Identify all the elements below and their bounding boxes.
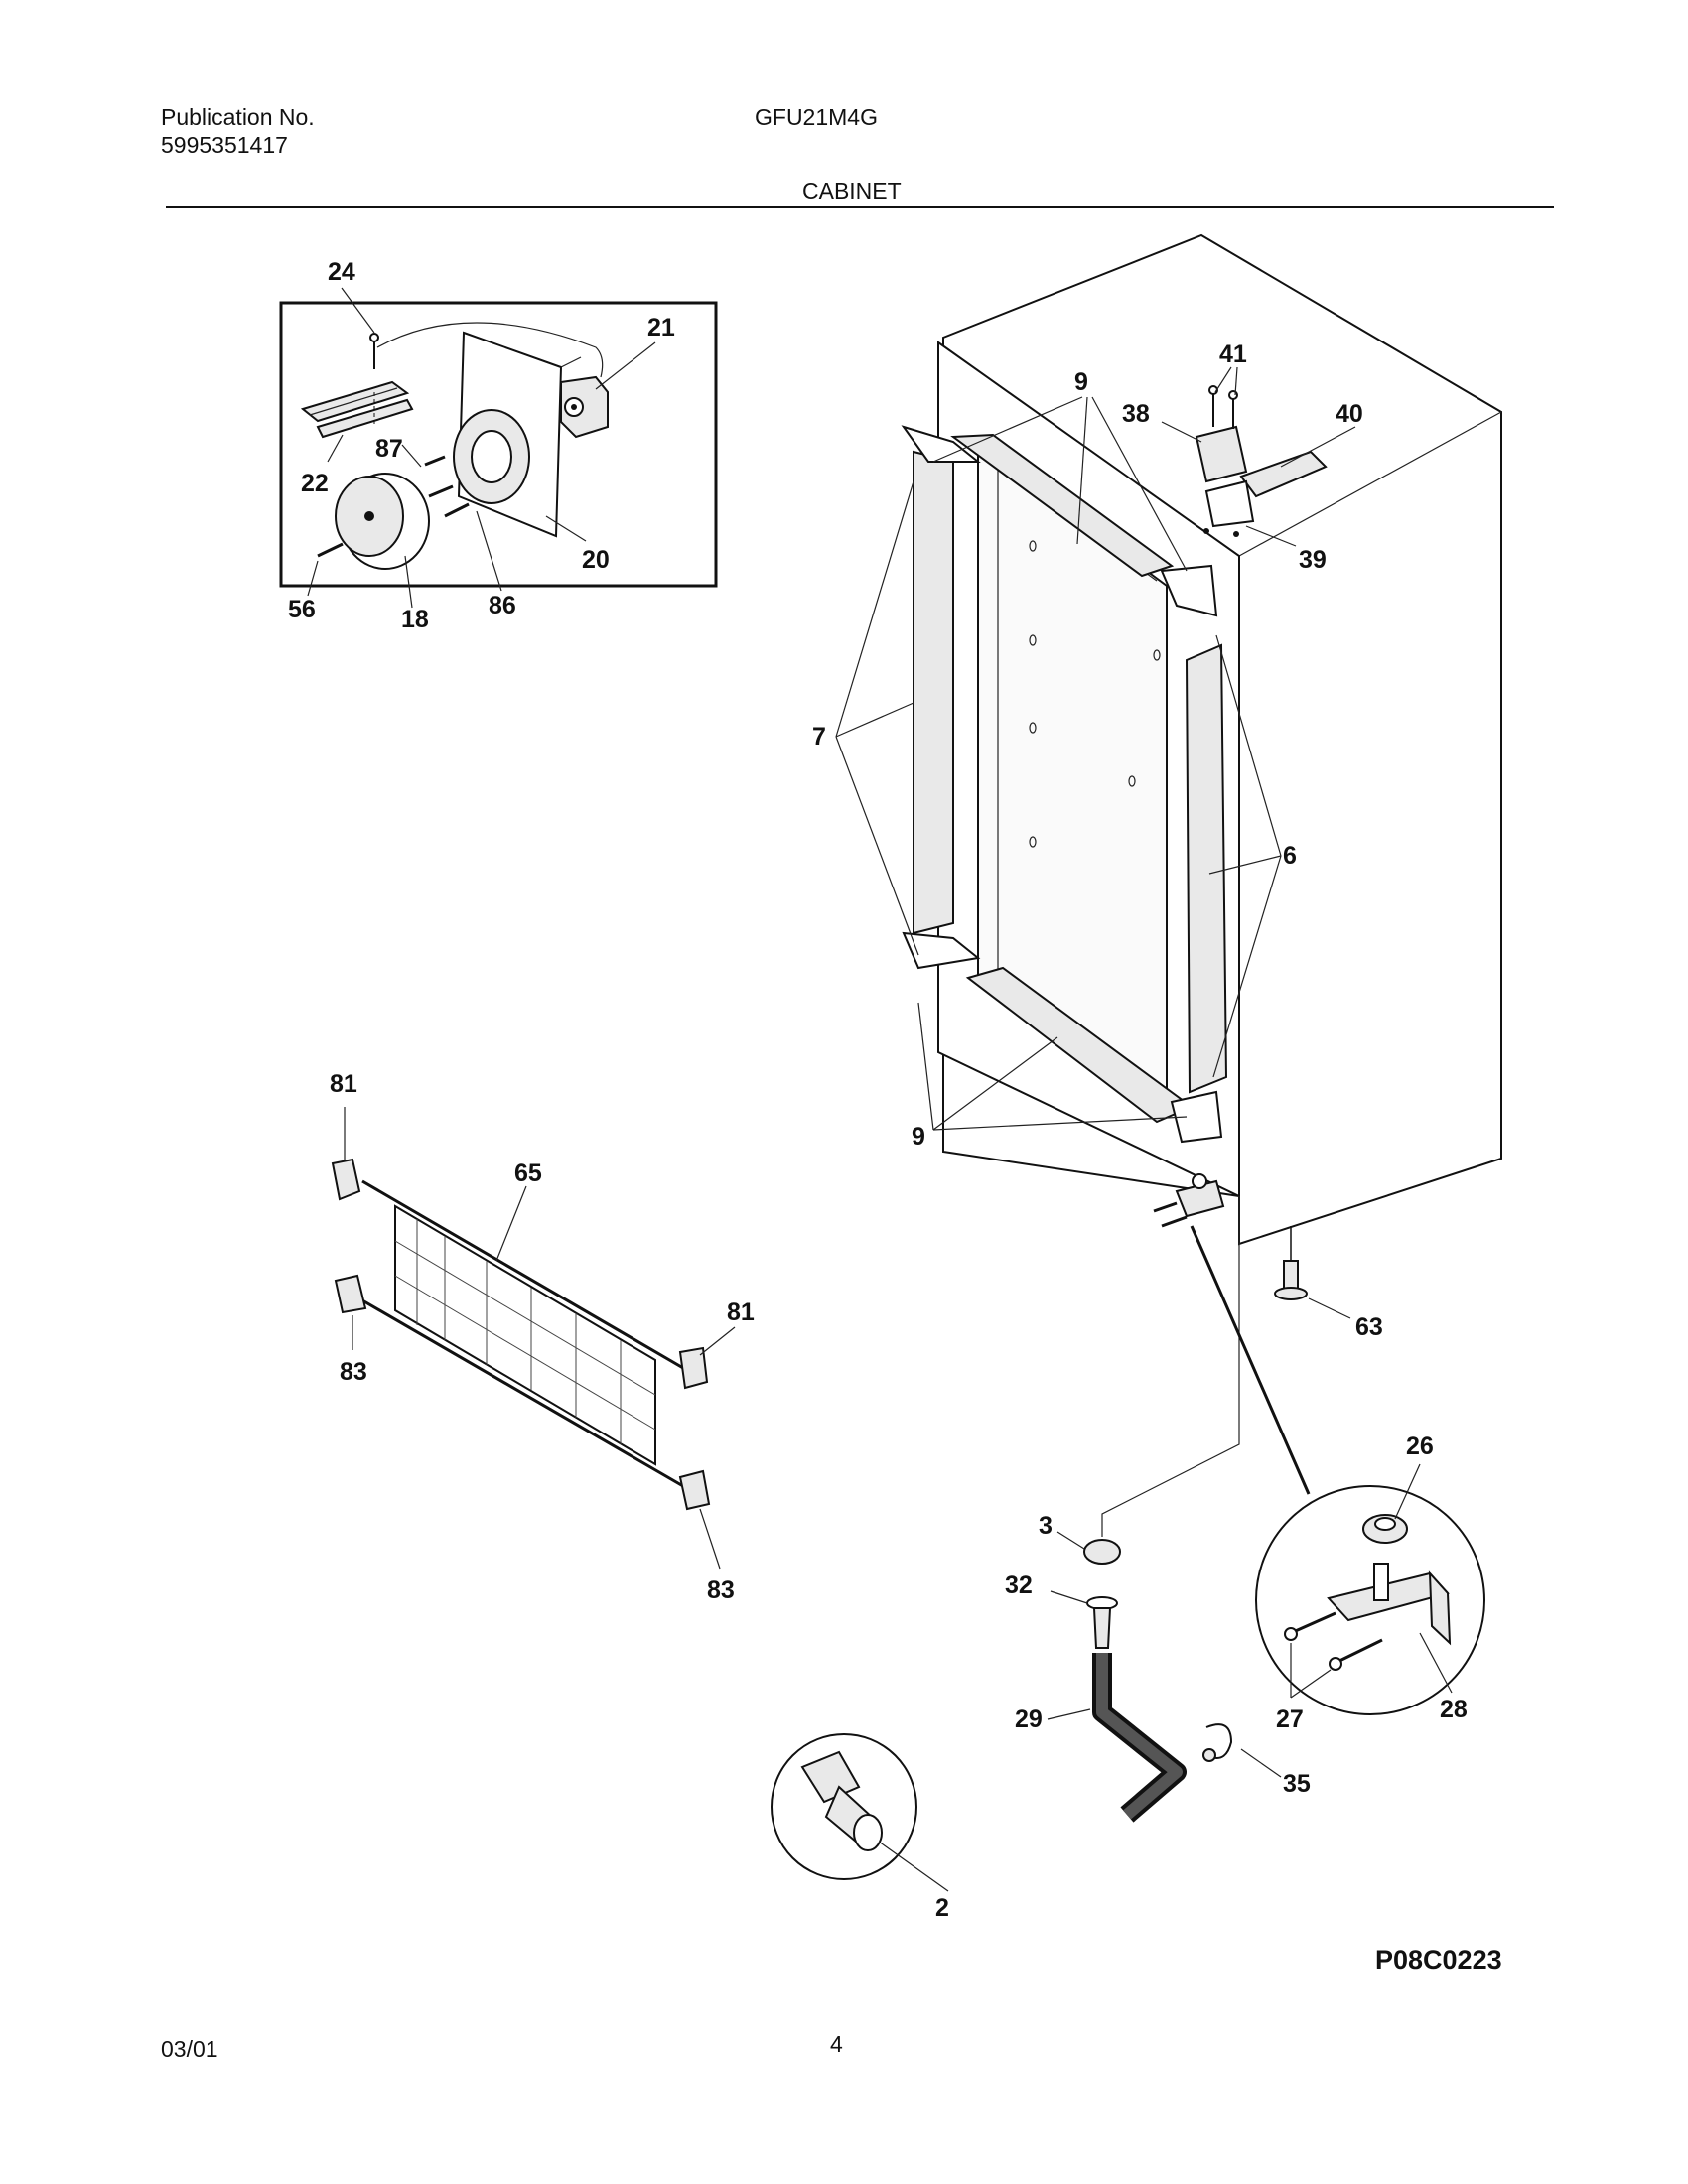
callout-28: 28 bbox=[1440, 1696, 1468, 1723]
callout-21: 21 bbox=[647, 314, 675, 341]
drain-fitting-detail: 2 bbox=[771, 1733, 949, 1922]
hinge-detail: 26 27 28 bbox=[1190, 1225, 1485, 1733]
footer-date: 03/01 bbox=[161, 2036, 218, 2062]
callout-65: 65 bbox=[514, 1160, 542, 1187]
callout-83-right: 83 bbox=[707, 1576, 735, 1604]
callout-22: 22 bbox=[301, 470, 329, 497]
callout-24: 24 bbox=[328, 258, 355, 286]
callout-83-left: 83 bbox=[340, 1358, 367, 1386]
callout-81-left: 81 bbox=[330, 1070, 357, 1098]
publication-label: Publication No. bbox=[161, 104, 315, 130]
callout-35: 35 bbox=[1283, 1770, 1311, 1798]
callout-39: 39 bbox=[1299, 546, 1327, 574]
callout-2: 2 bbox=[935, 1894, 949, 1922]
header-rule bbox=[166, 206, 1554, 208]
callout-32: 32 bbox=[1005, 1571, 1033, 1599]
callout-7: 7 bbox=[812, 723, 826, 751]
callout-9-top: 9 bbox=[1074, 368, 1088, 396]
callout-20: 20 bbox=[582, 546, 610, 574]
fan-assembly-inset: 24 21 87 22 20 56 18 86 bbox=[279, 258, 718, 633]
clip-81-right bbox=[678, 1346, 709, 1390]
callout-63: 63 bbox=[1355, 1313, 1383, 1341]
page-number: 4 bbox=[830, 2031, 843, 2057]
model-number: GFU21M4G bbox=[755, 104, 878, 130]
callout-3: 3 bbox=[1039, 1512, 1053, 1540]
callout-40: 40 bbox=[1336, 400, 1363, 428]
callout-29: 29 bbox=[1015, 1706, 1043, 1733]
callout-38: 38 bbox=[1122, 400, 1150, 428]
clip-83-right bbox=[678, 1469, 711, 1511]
publication-number: 5995351417 bbox=[161, 132, 288, 158]
callout-41: 41 bbox=[1219, 341, 1247, 368]
cabinet-body: 9 41 38 40 39 7 6 9 63 bbox=[812, 233, 1502, 1341]
callout-18: 18 bbox=[401, 606, 429, 633]
drain-assembly: 3 32 29 35 bbox=[1005, 1196, 1311, 1823]
callout-27: 27 bbox=[1276, 1706, 1304, 1733]
clip-81-left bbox=[331, 1158, 361, 1201]
callout-87: 87 bbox=[375, 435, 403, 463]
callout-81-right: 81 bbox=[727, 1298, 755, 1326]
drawing-code: P08C0223 bbox=[1375, 1945, 1502, 1975]
callout-26: 26 bbox=[1406, 1433, 1434, 1460]
base-grille: 81 65 81 83 83 bbox=[330, 1070, 755, 1604]
clip-83-left bbox=[334, 1274, 367, 1314]
callout-9-bottom: 9 bbox=[912, 1123, 925, 1151]
callout-56: 56 bbox=[288, 596, 316, 623]
section-title: CABINET bbox=[802, 178, 902, 204]
callout-6: 6 bbox=[1283, 842, 1297, 870]
callout-86: 86 bbox=[489, 592, 516, 619]
